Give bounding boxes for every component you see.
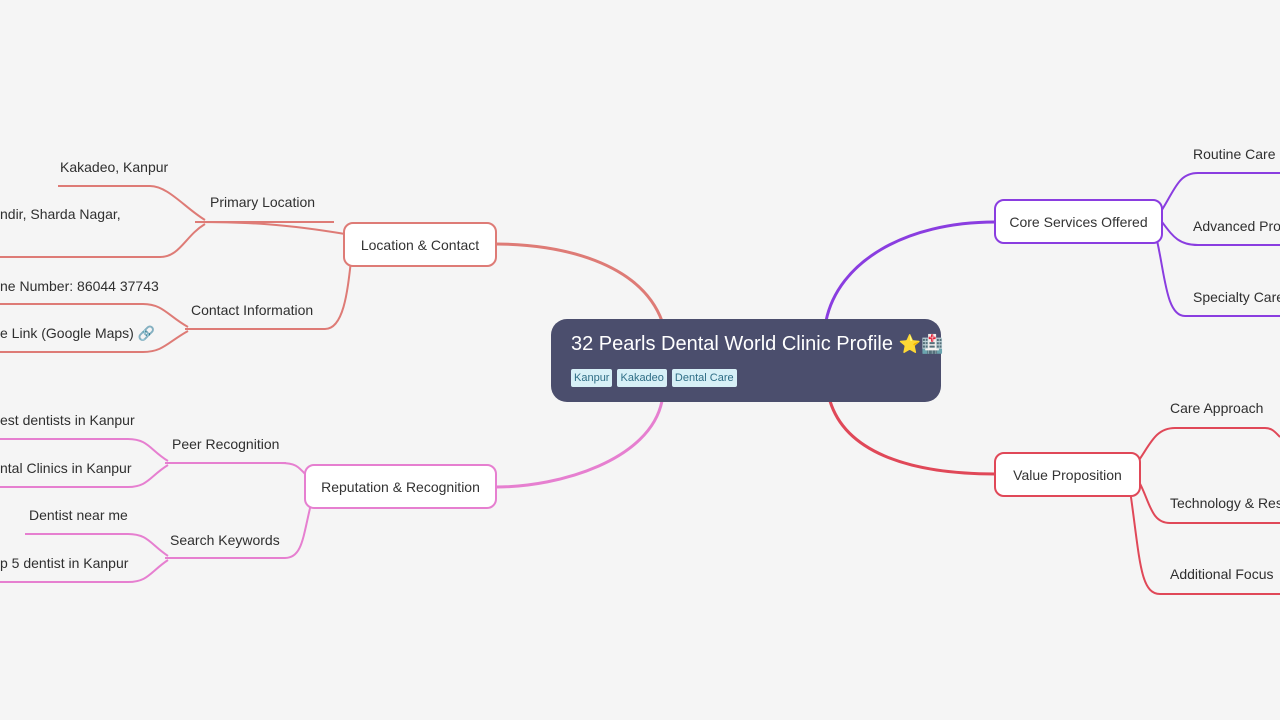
node-reputation-recognition-label: Reputation & Recognition [321, 478, 480, 495]
central-topic-title-row: 32 Pearls Dental World Clinic Profile ⭐🏥 [571, 331, 943, 357]
keywords-item-1[interactable]: Dentist near me [29, 507, 128, 523]
core-item-specialty-care[interactable]: Specialty Care [1193, 289, 1280, 305]
tag-dental-care[interactable]: Dental Care [671, 369, 737, 387]
connector-core-to-advanced [1161, 221, 1280, 246]
connector-reputation-to-peer [279, 462, 307, 476]
node-core-services[interactable]: Core Services Offered [994, 199, 1163, 244]
node-core-services-label: Core Services Offered [1009, 213, 1148, 230]
connector-root-to-value [828, 400, 996, 476]
connector-core-to-specialty [1154, 231, 1280, 317]
value-item-additional-focus[interactable]: Additional Focus [1170, 566, 1274, 582]
star-hospital-icon: ⭐🏥 [898, 334, 944, 354]
connector-reputation-to-keywords [284, 499, 313, 559]
connector-primary-to-item1 [58, 185, 206, 221]
connector-value-to-additional [1129, 489, 1280, 595]
connector-core-to-routine [1159, 172, 1280, 214]
primary-location-item-1[interactable]: Kakadeo, Kanpur [60, 159, 169, 175]
connector-root-to-reputation [495, 400, 664, 489]
connector-location-to-primary [194, 221, 346, 235]
reputation-branch-connectors [0, 400, 664, 583]
tag-kakadeo[interactable]: Kakadeo [617, 369, 667, 387]
connector-value-to-care [1136, 427, 1280, 464]
node-contact-information[interactable]: Contact Information [191, 302, 314, 318]
node-primary-location[interactable]: Primary Location [210, 194, 316, 210]
connector-primary-to-item2 [0, 223, 206, 258]
primary-location-item-2[interactable]: ndir, Sharda Nagar, [0, 206, 121, 222]
connector-peer-to-item1 [0, 438, 169, 462]
connector-peer-to-item2 [0, 464, 169, 488]
tag-kanpur[interactable]: Kanpur [571, 369, 613, 387]
connector-keywords-to-item1 [25, 533, 169, 557]
core-services-connectors [824, 172, 1280, 322]
peer-item-1[interactable]: est dentists in Kanpur [0, 412, 135, 428]
central-topic[interactable]: 32 Pearls Dental World Clinic Profile ⭐🏥… [551, 319, 943, 402]
node-location-contact[interactable]: Location & Contact [343, 222, 497, 267]
value-item-care-approach[interactable]: Care Approach [1170, 400, 1264, 416]
contact-item-phone[interactable]: ne Number: 86044 37743 [0, 278, 159, 294]
core-item-advanced[interactable]: Advanced Proc [1193, 218, 1280, 234]
core-item-routine-care[interactable]: Routine Care [1193, 146, 1276, 162]
keywords-item-2[interactable]: p 5 dentist in Kanpur [0, 555, 129, 571]
node-value-proposition[interactable]: Value Proposition [994, 452, 1141, 497]
value-item-technology[interactable]: Technology & Resu [1170, 495, 1280, 511]
node-search-keywords[interactable]: Search Keywords [170, 532, 280, 548]
connector-keywords-to-item2 [0, 559, 169, 583]
connector-contact-to-item2 [0, 330, 189, 353]
connector-root-to-core [824, 220, 996, 322]
connector-root-to-location [495, 242, 664, 322]
node-value-proposition-label: Value Proposition [1013, 466, 1122, 483]
central-topic-title: 32 Pearls Dental World Clinic Profile [571, 333, 893, 355]
connector-contact-to-item1 [0, 303, 189, 328]
node-reputation-recognition[interactable]: Reputation & Recognition [304, 464, 497, 509]
peer-item-2[interactable]: ntal Clinics in Kanpur [0, 460, 132, 476]
tag-list: Kanpur Kakadeo Dental Care [571, 369, 921, 387]
contact-item-maps-link[interactable]: e Link (Google Maps) 🔗 [0, 325, 156, 341]
node-location-contact-label: Location & Contact [360, 236, 480, 253]
node-peer-recognition[interactable]: Peer Recognition [172, 436, 280, 452]
